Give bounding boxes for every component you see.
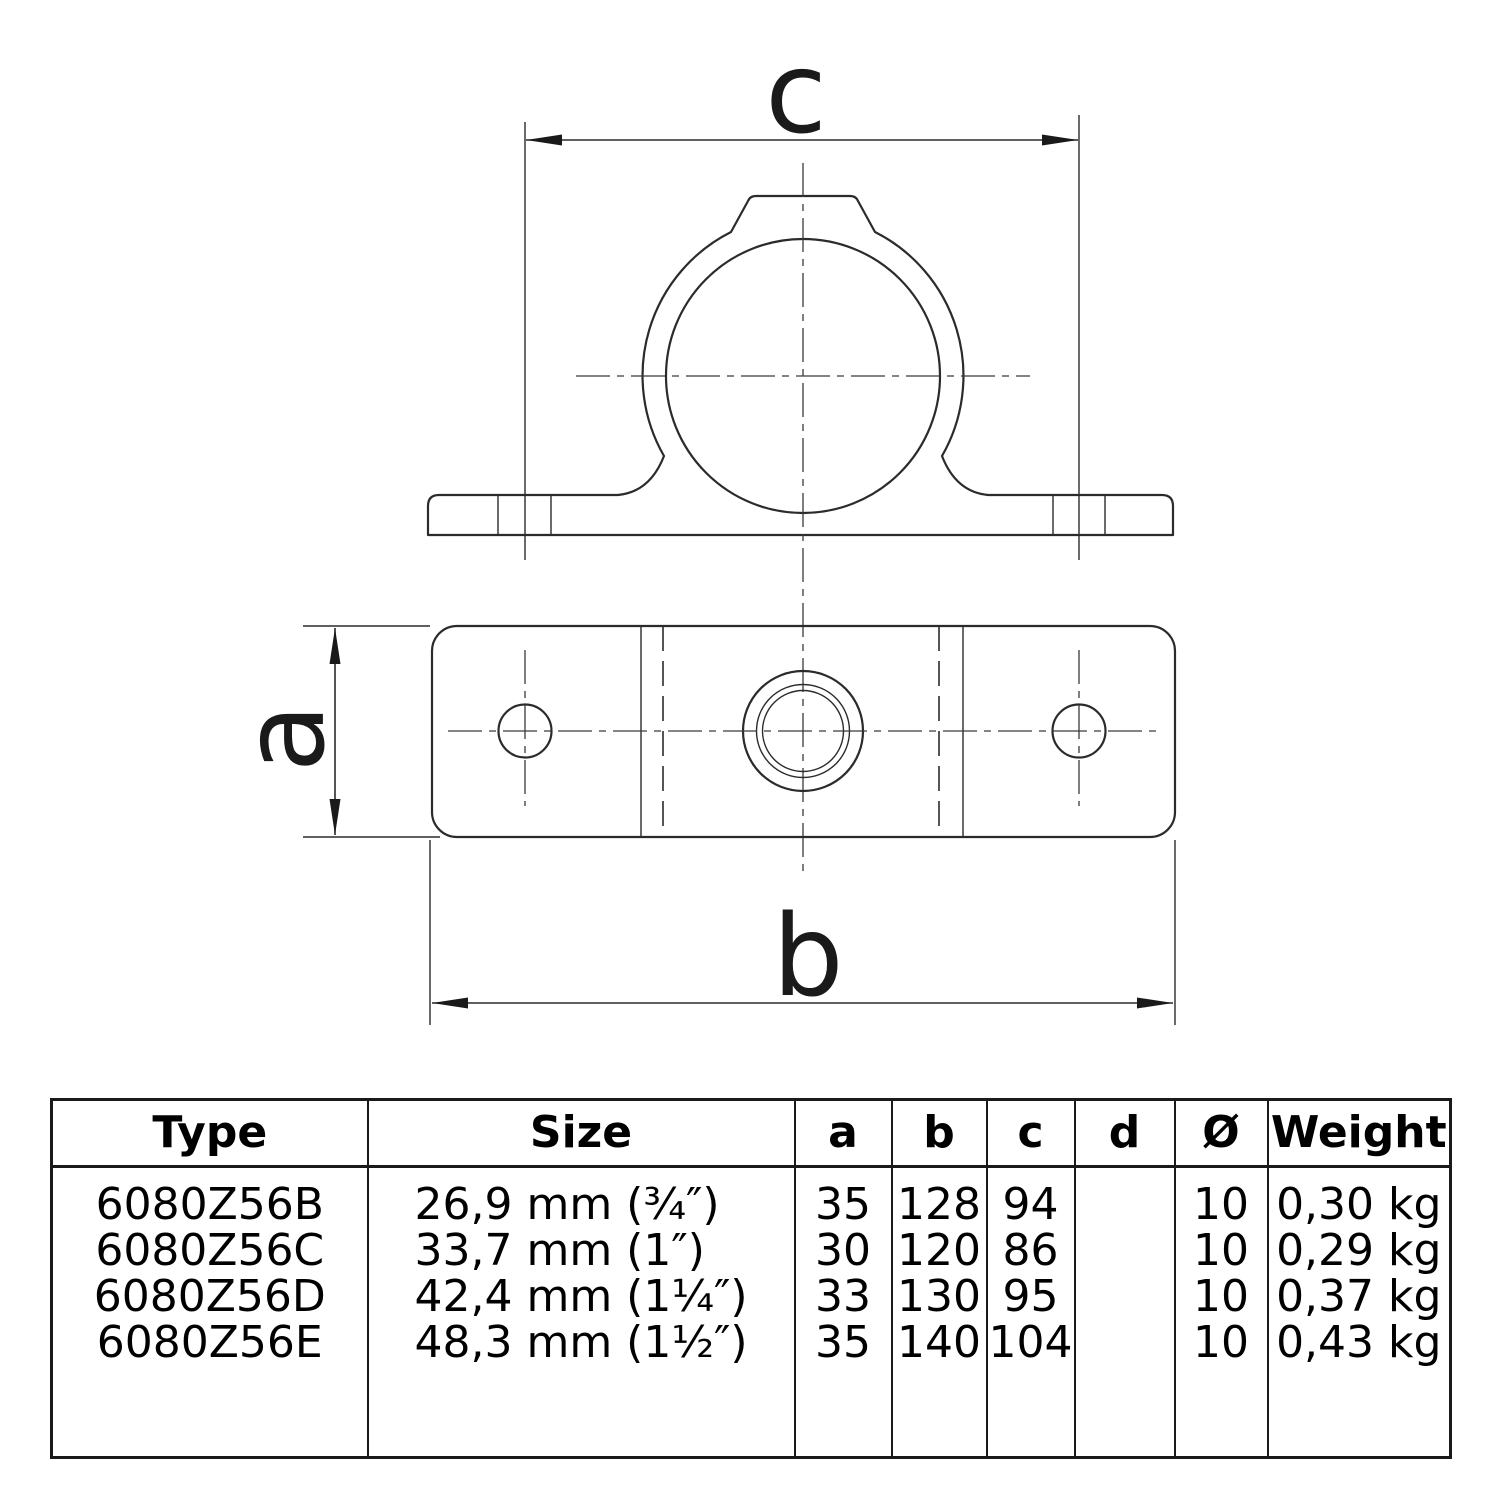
dim-b-arrow-left xyxy=(432,997,468,1009)
dimension-b: b xyxy=(429,840,1176,1025)
cell-diameter: 10 xyxy=(1173,1228,1268,1274)
cell-weight: 0,29 kg xyxy=(1266,1228,1451,1274)
header-diameter: Ø xyxy=(1173,1099,1268,1168)
dim-c-label: c xyxy=(765,29,827,159)
cell-type: 6080Z56C xyxy=(50,1228,368,1274)
dim-a-arrow-top xyxy=(329,628,341,664)
table-row: 6080Z56B 26,9 mm (¾″) 35 128 94 10 0,30 … xyxy=(50,1166,1451,1228)
cell-size: 33,7 mm (1″) xyxy=(366,1228,795,1274)
table-row: 6080Z56C 33,7 mm (1″) 30 120 86 10 0,29 … xyxy=(50,1228,1451,1274)
plan-plate xyxy=(430,624,1177,839)
cell-d xyxy=(1073,1228,1175,1274)
table-row: 6080Z56D 42,4 mm (1¼″) 33 130 95 10 0,37… xyxy=(50,1274,1451,1320)
header-type: Type xyxy=(50,1099,368,1168)
cell-d xyxy=(1073,1274,1175,1320)
plan-right-hole xyxy=(1051,703,1107,759)
cell-size: 48,3 mm (1½″) xyxy=(366,1320,795,1366)
cell-b: 140 xyxy=(890,1320,987,1366)
table-filler-row xyxy=(50,1366,1451,1458)
cell-a: 35 xyxy=(793,1320,892,1366)
cell-weight: 0,37 kg xyxy=(1266,1274,1451,1320)
header-weight: Weight xyxy=(1266,1099,1451,1168)
cell-type: 6080Z56D xyxy=(50,1274,368,1320)
dimension-a: a xyxy=(220,625,440,838)
header-b: b xyxy=(890,1099,987,1168)
dim-b-arrow-right xyxy=(1137,997,1173,1009)
table-header-row: Type Size a b c d Ø Weight xyxy=(50,1099,1451,1168)
spec-table: Type Size a b c d Ø Weight 6080Z56B 26,9… xyxy=(50,1098,1452,1459)
cell-c: 94 xyxy=(985,1166,1075,1228)
cell-c: 104 xyxy=(985,1320,1075,1366)
cell-type: 6080Z56E xyxy=(50,1320,368,1366)
cell-diameter: 10 xyxy=(1173,1320,1268,1366)
cell-a: 35 xyxy=(793,1166,892,1228)
cell-a: 33 xyxy=(793,1274,892,1320)
cell-weight: 0,43 kg xyxy=(1266,1320,1451,1366)
cell-c: 86 xyxy=(985,1228,1075,1274)
cell-diameter: 10 xyxy=(1173,1166,1268,1228)
cell-b: 120 xyxy=(890,1228,987,1274)
cell-type: 6080Z56B xyxy=(50,1166,368,1228)
cell-weight: 0,30 kg xyxy=(1266,1166,1451,1228)
front-view xyxy=(426,194,1175,537)
cell-d xyxy=(1073,1320,1175,1366)
dim-c-arrow-right xyxy=(1042,134,1078,146)
cell-b: 128 xyxy=(890,1166,987,1228)
plan-left-hole xyxy=(497,703,553,759)
cell-a: 30 xyxy=(793,1228,892,1274)
cell-b: 130 xyxy=(890,1274,987,1320)
cell-c: 95 xyxy=(985,1274,1075,1320)
header-d: d xyxy=(1073,1099,1175,1168)
dimension-c: c xyxy=(524,29,1080,560)
plan-view xyxy=(430,624,1177,839)
dim-b-label: b xyxy=(772,892,843,1022)
dim-a-arrow-bottom xyxy=(329,799,341,835)
cell-d xyxy=(1073,1166,1175,1228)
dim-c-arrow-left xyxy=(526,134,562,146)
header-size: Size xyxy=(366,1099,795,1168)
cell-size: 42,4 mm (1¼″) xyxy=(366,1274,795,1320)
cell-diameter: 10 xyxy=(1173,1274,1268,1320)
header-a: a xyxy=(793,1099,892,1168)
dim-a-label: a xyxy=(220,704,350,773)
header-c: c xyxy=(985,1099,1075,1168)
cell-size: 26,9 mm (¾″) xyxy=(366,1166,795,1228)
table-row: 6080Z56E 48,3 mm (1½″) 35 140 104 10 0,4… xyxy=(50,1320,1451,1366)
front-outer-profile xyxy=(426,194,1175,537)
